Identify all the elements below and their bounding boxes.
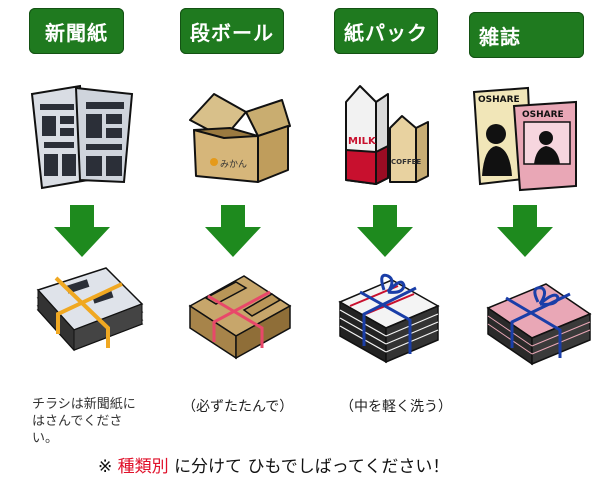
note-paper-carton: （中を軽く洗う） bbox=[340, 399, 452, 415]
arrow-down-icon bbox=[54, 205, 110, 257]
footer-highlight: 種類別 bbox=[117, 457, 169, 477]
carton-text-coffee: COFFEE bbox=[391, 158, 421, 166]
magazine-bundle-icon bbox=[486, 283, 592, 366]
magazine-icon: OSHARE OSHARE bbox=[472, 86, 577, 192]
cardboard-box-icon: みかん bbox=[189, 93, 291, 183]
newspaper-icon bbox=[30, 84, 134, 190]
carton-bundle-icon bbox=[338, 273, 440, 364]
box-print: みかん bbox=[220, 159, 247, 170]
note-cardboard: （必ずたたんで） bbox=[182, 399, 294, 415]
label-paper-carton: 紙パック bbox=[334, 8, 438, 54]
label-cardboard: 段ボール bbox=[180, 8, 284, 54]
label-newspaper: 新聞紙 bbox=[29, 8, 124, 54]
footer-instruction: ※ 種類別 に分けて ひもでしばってください！ bbox=[98, 452, 449, 477]
arrow-down-icon bbox=[205, 205, 261, 257]
milk-carton-icon: MILK COFFEE bbox=[345, 85, 429, 185]
footer-prefix: ※ bbox=[98, 457, 113, 477]
arrow-down-icon bbox=[497, 205, 553, 257]
label-magazine: 雑誌 bbox=[469, 12, 584, 58]
magazine-title-2: OSHARE bbox=[522, 110, 564, 120]
arrow-down-icon bbox=[357, 205, 413, 257]
footer-text: に分けて ひもでしばってください！ bbox=[174, 457, 450, 477]
note-newspaper: チラシは新聞紙にはさんでください。 bbox=[32, 397, 136, 446]
newspaper-bundle-icon bbox=[36, 267, 144, 352]
carton-text-milk: MILK bbox=[348, 136, 377, 147]
magazine-title-1: OSHARE bbox=[478, 95, 520, 105]
cardboard-bundle-icon bbox=[188, 275, 292, 360]
